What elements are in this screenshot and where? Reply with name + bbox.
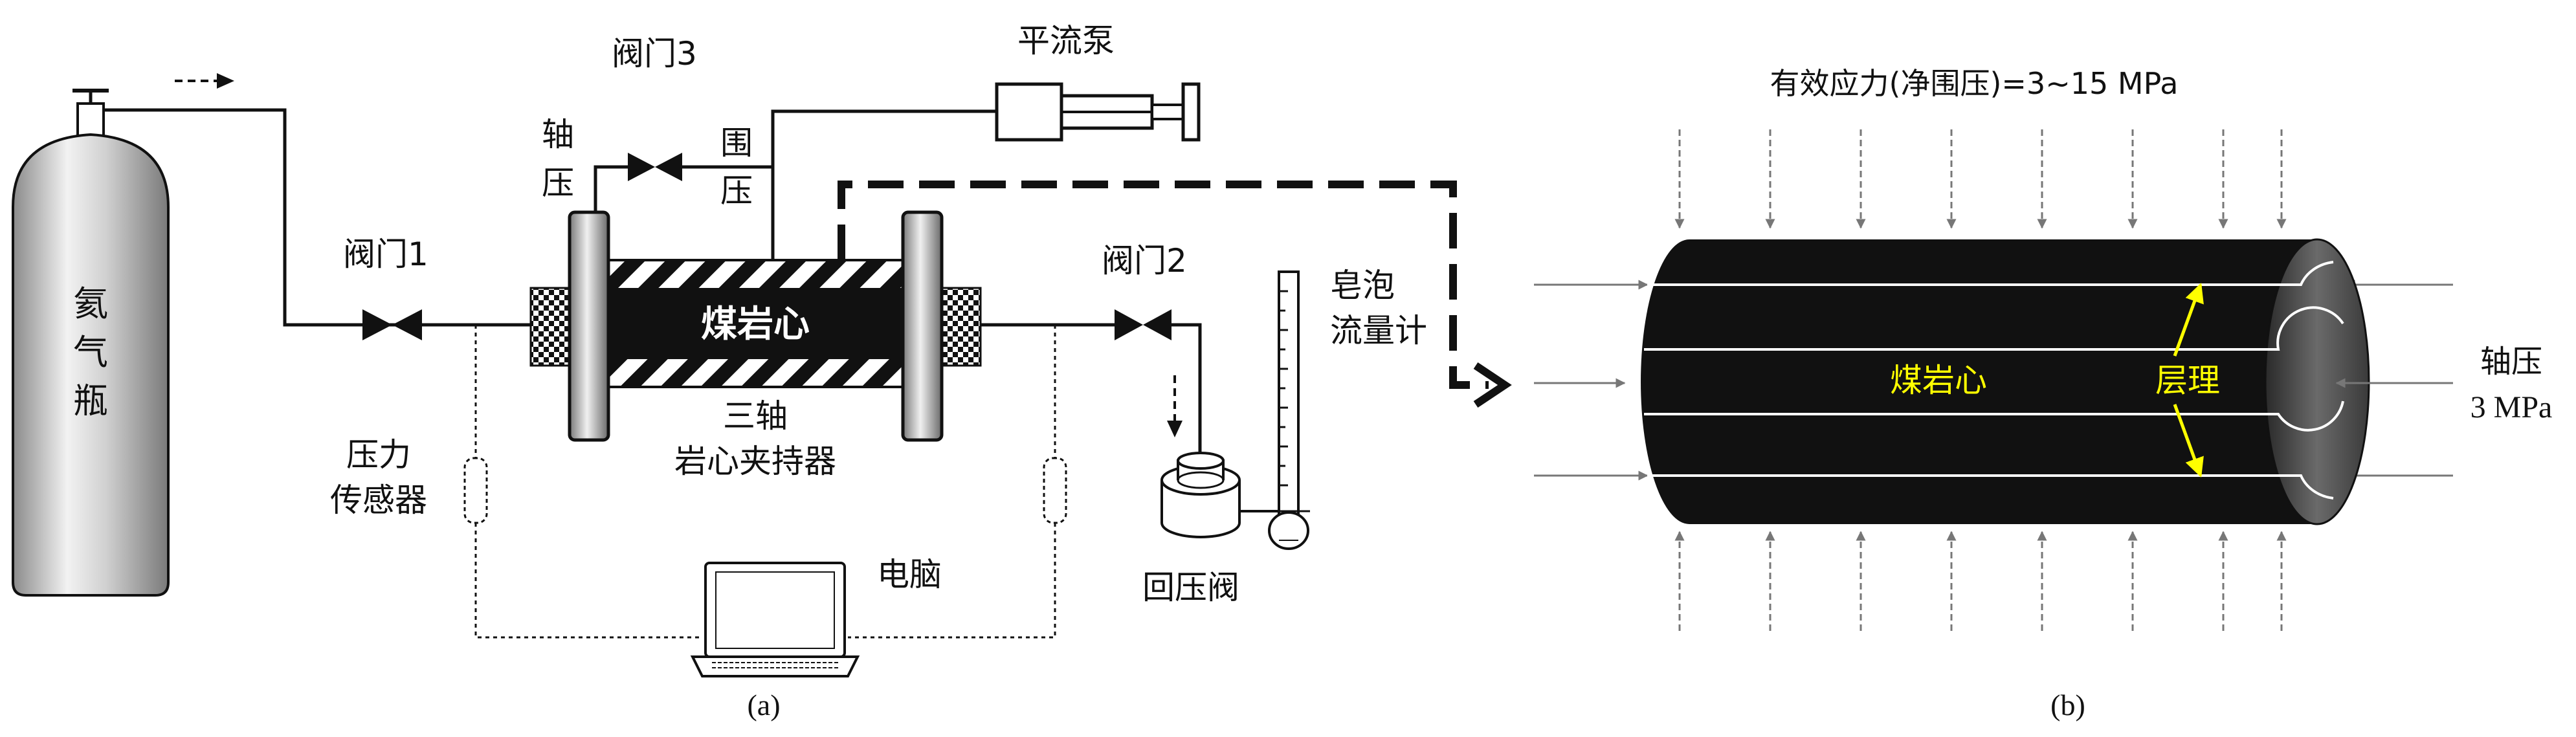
sensor-label-1: 压力 — [346, 436, 411, 474]
soap-bubble-flowmeter-icon — [1268, 270, 1310, 550]
computer-label: 电脑 — [877, 556, 942, 593]
pump-icon — [995, 82, 1201, 142]
valve-2-icon — [1115, 309, 1171, 340]
valve-1-icon — [362, 309, 422, 340]
axial-label-1: 轴 — [542, 116, 574, 153]
valve-3-label: 阀门3 — [612, 35, 697, 72]
cylinder-label-3: 瓶 — [73, 380, 108, 421]
panel-link-arrowhead — [1473, 362, 1512, 408]
bedding-arrow-down — [2173, 404, 2204, 478]
coal-core-cylinder — [1641, 238, 2370, 525]
bpr-flow-arrow — [1167, 375, 1183, 437]
pressure-sensor-2 — [848, 325, 1067, 639]
cylinder-label-1: 氦 — [73, 283, 108, 324]
confining-label-1: 围 — [720, 124, 753, 162]
bedding-label: 层理 — [2155, 362, 2220, 399]
bpr-label: 回压阀 — [1142, 569, 1239, 606]
panel-a: 氦 气 瓶 阀门1 煤岩心 三轴 岩心夹持器 — [12, 22, 1512, 721]
cylinder-label-2: 气 — [73, 332, 108, 373]
sensor-label-2: 传感器 — [330, 481, 427, 519]
valve-3-icon — [628, 153, 682, 181]
pump-label: 平流泵 — [1017, 22, 1115, 60]
effective-stress-label: 有效应力(净围压)=3~15 MPa — [1770, 66, 2179, 101]
axial-label-2: 压 — [542, 164, 574, 202]
effective-stress-arrows — [1534, 129, 2453, 631]
pressure-sensor-1 — [463, 325, 702, 639]
core-label-b: 煤岩心 — [1890, 362, 1987, 399]
axial-stress-label-1: 轴压 — [2480, 344, 2542, 380]
valve-2-label: 阀门2 — [1102, 242, 1187, 280]
panel-link-dashed-line — [838, 181, 1489, 389]
axial-stress-label-2: 3 MPa — [2471, 390, 2553, 424]
core-label-a: 煤岩心 — [701, 303, 810, 346]
bpr-line — [1171, 323, 1202, 479]
flowmeter-label-2: 流量计 — [1330, 312, 1427, 349]
triaxial-core-holder: 煤岩心 — [529, 210, 982, 442]
back-pressure-valve-icon — [1160, 452, 1241, 538]
laptop-icon — [690, 562, 860, 677]
flowmeter-label-1: 皂泡 — [1330, 267, 1395, 304]
holder-label-1: 三轴 — [723, 397, 788, 435]
helium-cylinder: 氦 气 瓶 — [12, 89, 170, 597]
caption-b: (b) — [2050, 688, 2085, 721]
caption-a: (a) — [747, 688, 780, 721]
panel-b: 有效应力(净围压)=3~15 MPa — [1534, 66, 2552, 721]
holder-label-2: 岩心夹持器 — [674, 443, 836, 480]
flow-direction-arrow — [175, 73, 234, 89]
bedding-arrow-up — [2173, 283, 2204, 357]
confining-label-2: 压 — [720, 172, 753, 210]
valve-1-label: 阀门1 — [343, 236, 428, 273]
axial-pressure-line — [594, 165, 628, 212]
